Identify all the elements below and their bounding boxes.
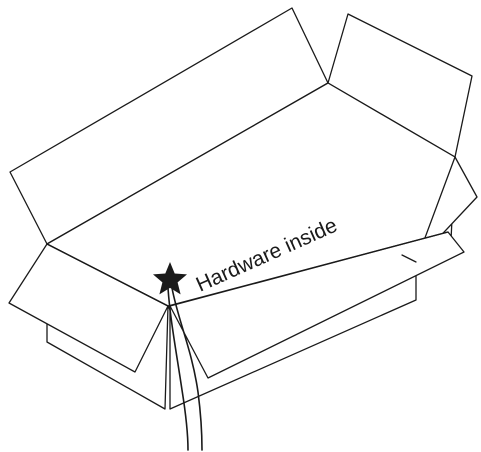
open-box-diagram: Hardware inside bbox=[0, 0, 481, 452]
